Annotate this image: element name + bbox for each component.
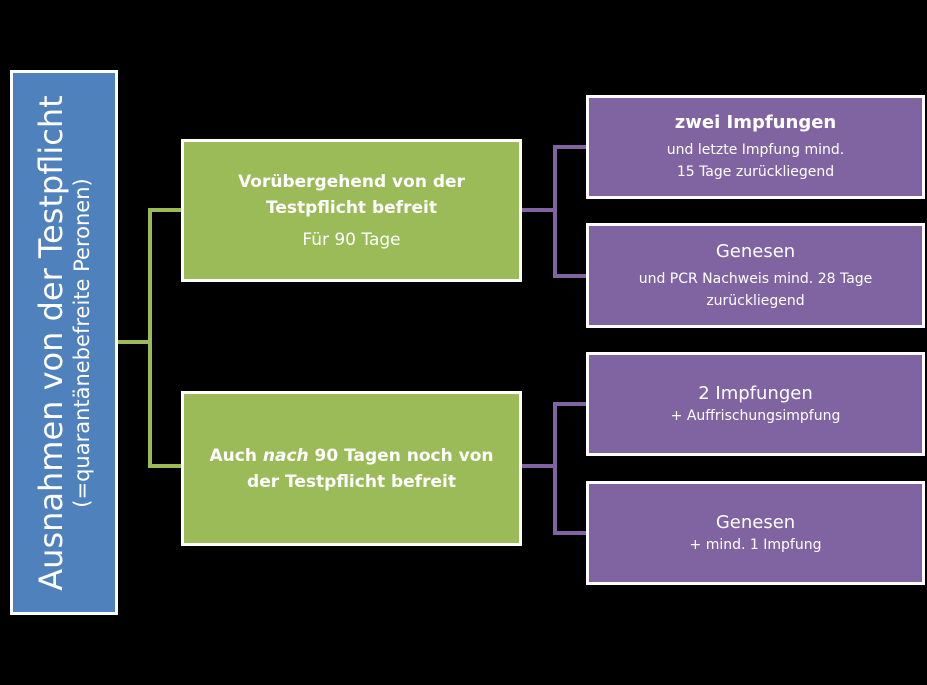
leaf-title: zwei Impfungen — [674, 112, 837, 133]
leaf-detail: + mind. 1 Impfung — [689, 537, 822, 553]
leaf-recovered-pcr: Genesen und PCR Nachweis mind. 28 Tage z… — [586, 223, 925, 328]
leaf-title: Genesen — [715, 512, 796, 533]
leaf-detail: + Auffrischungsimpfung — [670, 408, 841, 424]
branch-subtitle: Für 90 Tage — [302, 229, 401, 250]
root-subtitle: (=quarantänebefreite Peronen) — [70, 177, 94, 508]
branch-title-before: Auch — [209, 445, 263, 466]
leaf-detail: und PCR Nachweis mind. 28 Tage zurücklie… — [638, 270, 873, 309]
leaf-title: Genesen — [715, 240, 796, 262]
branch-title-after: 90 Tagen noch von der Testpflicht befrei… — [247, 445, 494, 492]
branch-title-emphasis: nach — [262, 445, 309, 466]
root-connector — [118, 208, 181, 468]
leaf-booster: 2 Impfungen + Auffrischungsimpfung — [586, 352, 925, 456]
branch-title: Auch nach 90 Tagen noch von der Testpfli… — [184, 443, 519, 495]
root-title: Ausnahmen von der Testpflicht — [32, 94, 70, 591]
root-label: Ausnahmen von der Testpflicht (=quarantä… — [12, 73, 116, 613]
branch2-connector — [522, 402, 586, 535]
root-node: Ausnahmen von der Testpflicht (=quarantä… — [10, 70, 118, 615]
leaf-recovered-vaccinated: Genesen + mind. 1 Impfung — [586, 481, 925, 585]
branch-permanent-exemption: Auch nach 90 Tagen noch von der Testpfli… — [181, 391, 522, 546]
leaf-title: 2 Impfungen — [698, 383, 813, 404]
branch-temporary-exemption: Vorübergehend von der Testpflicht befrei… — [181, 139, 522, 282]
leaf-two-vaccinations: zwei Impfungen und letzte Impfung mind. … — [586, 95, 925, 199]
leaf-detail: und letzte Impfung mind. 15 Tage zurückl… — [666, 142, 845, 180]
branch-title: Vorübergehend von der Testpflicht befrei… — [238, 171, 465, 218]
branch1-connector — [522, 145, 586, 278]
